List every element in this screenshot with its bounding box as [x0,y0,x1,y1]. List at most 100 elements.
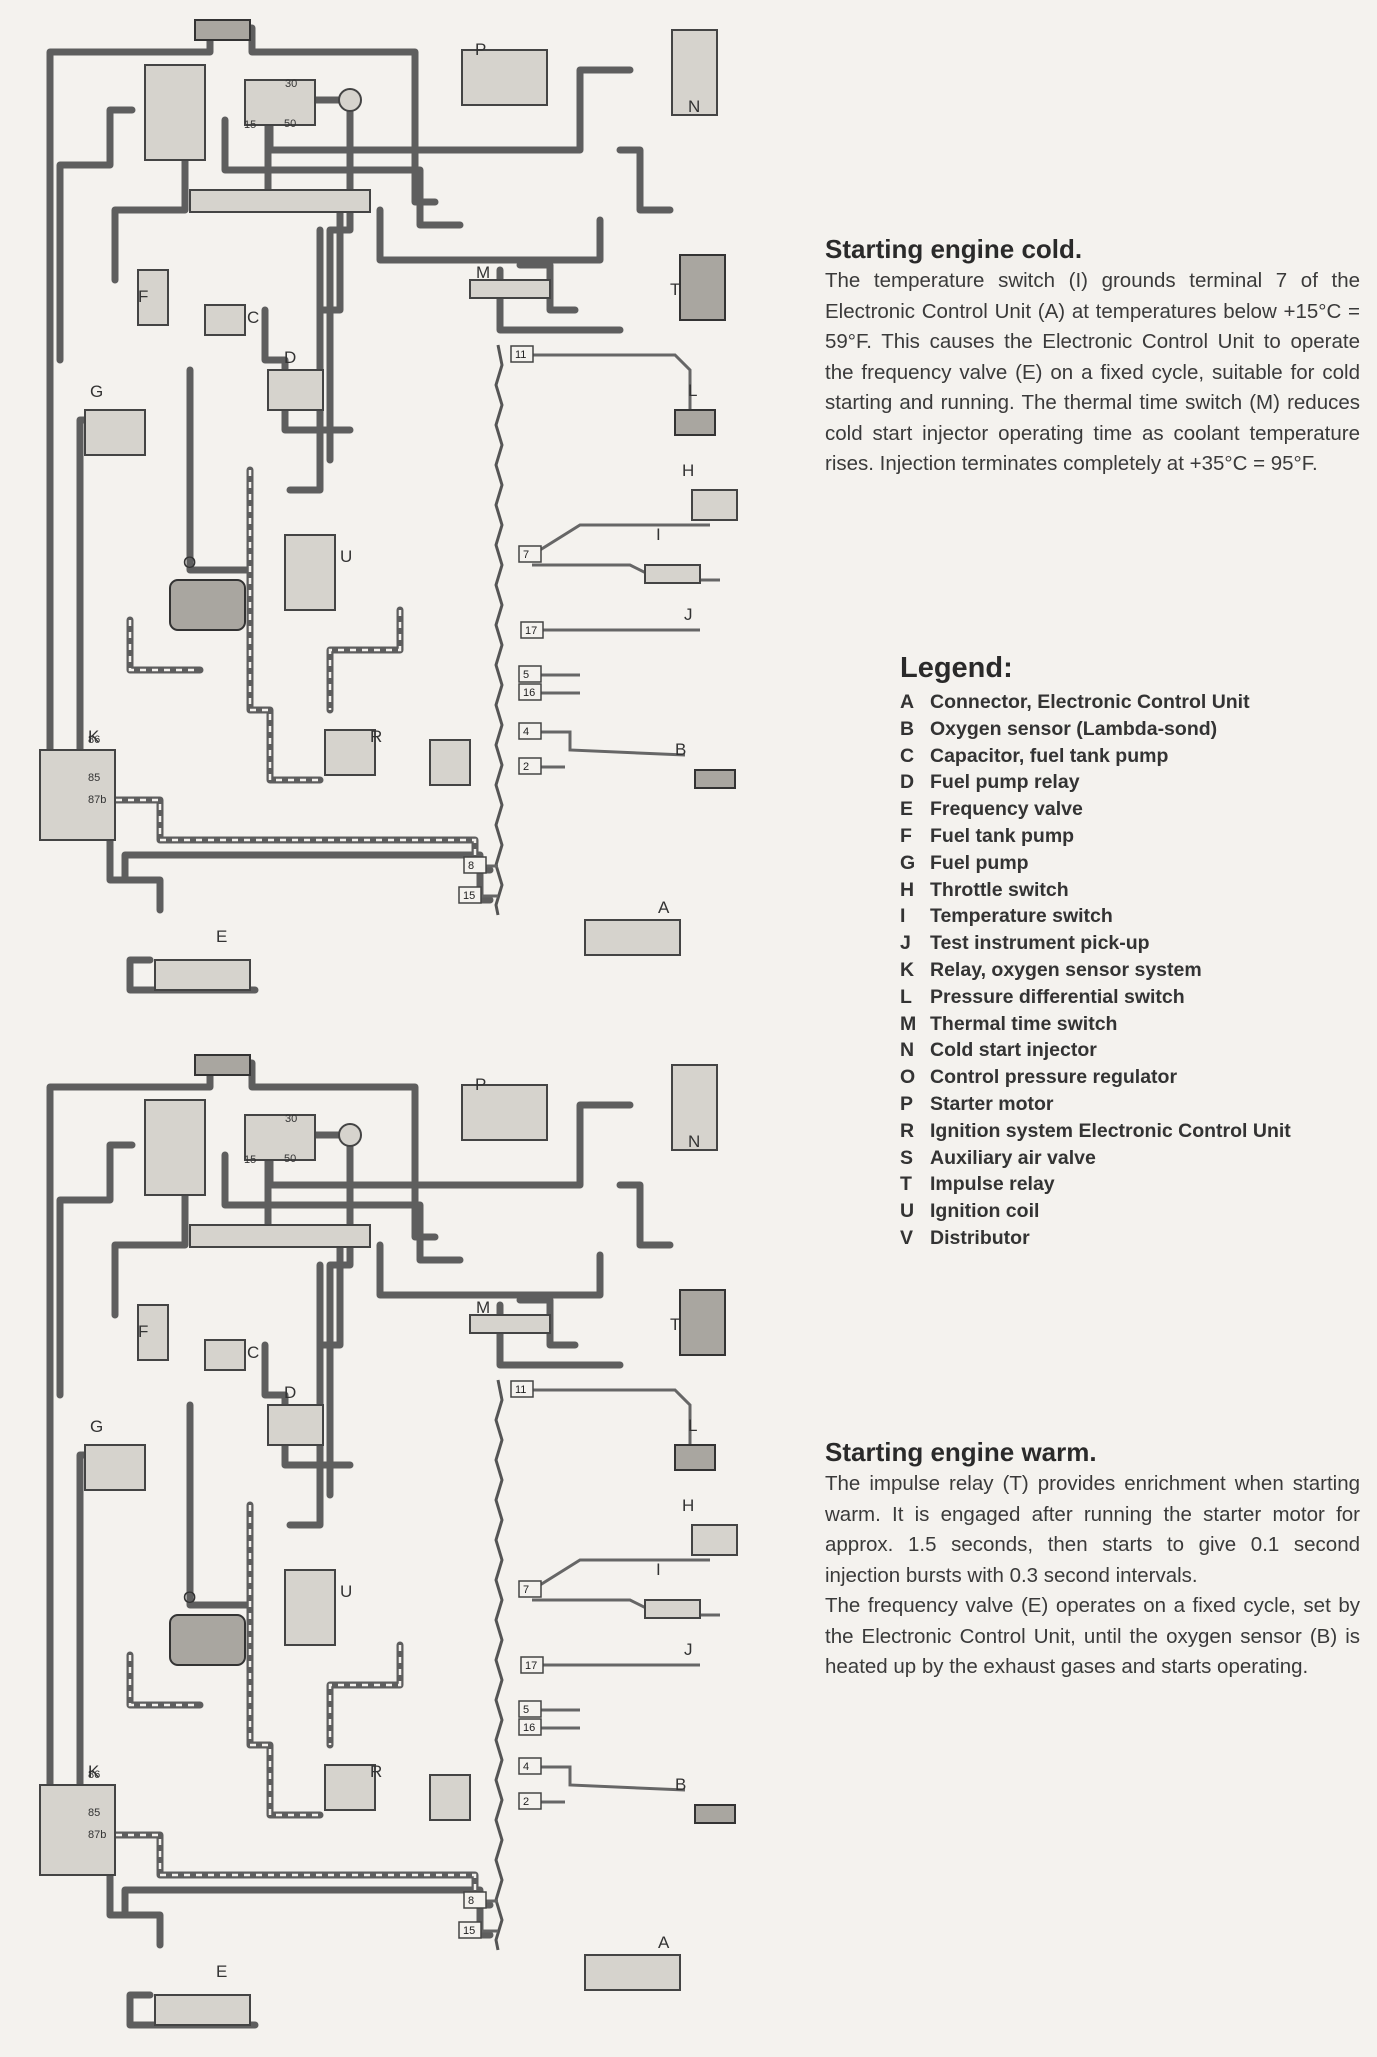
wire-path [266,66,634,154]
wire-dash [128,620,200,672]
legend-key: C [900,744,915,767]
components [39,19,738,991]
legend-label: Frequency valve [930,798,1083,821]
cold-start-injector [671,29,718,116]
pin-box [520,621,544,639]
pin-lead [531,523,710,557]
pin-number: 15 [463,890,475,902]
wire-dash [80,798,490,872]
legend-item: L Pressure differential switch [900,984,1320,1011]
legend-key: P [900,1092,914,1115]
pin-box [458,1921,482,1939]
capacitor [204,1339,246,1371]
legend-key: L [900,985,912,1008]
component-label: O [183,553,196,572]
component-label: B [675,1775,686,1794]
terminal-label: 50 [284,1153,296,1165]
wire-path [616,1181,674,1249]
terminal-label: 15 [244,1154,256,1166]
wire-path [326,1641,404,1749]
legend-label: Control pressure regulator [930,1066,1178,1089]
component-label: P [475,1075,486,1094]
ignition-ecu [324,1764,376,1811]
component-label: K [88,727,100,746]
terminal-label: 86 [88,734,100,746]
pin-number: 8 [468,860,474,872]
component-label: T [670,1315,680,1334]
pin-number: 16 [523,687,535,699]
pin-box [518,722,542,740]
component-label: L [688,381,697,400]
wire-path [76,796,494,874]
component-label: E [216,927,227,946]
oxygen-sensor [694,769,736,789]
terminal-label: 87b [88,794,106,806]
legend-key: A [900,691,915,713]
wire-path [306,96,354,464]
wire-path [76,1831,494,1909]
thermal-time-switch [469,279,551,299]
legend-label: Cold start injector [930,1039,1097,1062]
legend-label: Fuel pump [930,851,1029,874]
frequency-valve [154,1994,251,2026]
cold-start-body: The temperature switch (I) grounds termi… [825,269,1360,475]
component-label: F [138,287,148,306]
legend-key: K [900,958,915,981]
warm-start-heading: Starting engine warm. [825,1437,1097,1467]
component-label: J [684,1640,693,1659]
distributor-cap [338,1123,362,1147]
legend-title: Legend: [900,652,1013,684]
fuel-pump [84,409,146,456]
top-connector [194,1054,251,1076]
wire-path [286,1261,324,1529]
battery [144,1099,206,1196]
legend-item: P Starter motor [900,1091,1320,1118]
pressure-differential-switch [674,409,716,436]
pin-box [518,665,542,683]
component-label: E [216,1962,227,1981]
legend-label: Pressure differential switch [930,985,1185,1008]
pin-box [510,345,534,363]
thermal-time-switch [469,1314,551,1334]
pin-box [463,1891,487,1909]
connector-rail [494,1379,504,1951]
legend-key: F [900,824,912,847]
legend-label: Starter motor [930,1092,1054,1115]
legend-key: D [900,771,915,794]
component-label: B [675,740,686,759]
pin-box [520,1656,544,1674]
wire-path [261,306,354,434]
legend-label: Test instrument pick-up [930,932,1150,955]
starter-motor [461,49,548,106]
components [39,1054,738,2026]
legend-label: Fuel tank pump [930,824,1075,847]
legend-key: R [900,1119,915,1142]
ignition-ecu [324,729,376,776]
terminal-label: 85 [88,1807,100,1819]
auxiliary-air-valve [429,1774,471,1821]
wire-path [76,1451,114,1799]
ignition-switch [244,1114,316,1161]
pin-number: 2 [523,1796,529,1808]
component-label: U [340,1582,352,1601]
cold-start-section: Starting engine cold. The temperature sw… [825,232,1360,480]
component-label: R [370,1762,382,1781]
ignition-coil [284,534,336,611]
impulse-relay [679,1289,726,1356]
legend-label: Connector, Electronic Control Unit [930,691,1250,713]
fuse-box [189,1224,371,1248]
wire-path [306,1131,354,1499]
ignition-switch [244,79,316,126]
cold-start-heading: Starting engine cold. [825,234,1083,264]
wire-path [246,466,324,784]
